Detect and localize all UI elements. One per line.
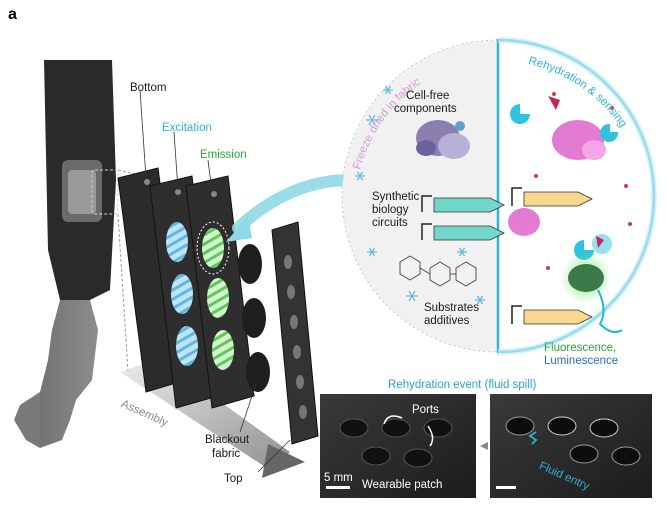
insert-arrow	[232, 174, 356, 234]
layer-excitation	[149, 175, 219, 409]
zoom-circle	[196, 221, 230, 275]
label-substrates-1: Substrates	[424, 302, 479, 314]
photo-arrow	[480, 442, 488, 450]
label-cellfree-1: Cell-free	[406, 90, 450, 102]
photo-after	[490, 394, 652, 498]
label-bottom: Bottom	[130, 82, 167, 94]
cellfree-cluster	[416, 120, 470, 159]
excitation-window-3	[176, 326, 198, 366]
label-luminescence: Luminescence	[544, 355, 619, 367]
emission-window-2	[207, 278, 229, 318]
label-synbio-2: biology	[372, 204, 409, 216]
process-circle	[341, 37, 657, 355]
synbio-circuits-left	[421, 195, 505, 241]
label-blackout-1: Blackout	[205, 434, 250, 446]
leader-blackout	[239, 383, 257, 433]
leader-bottom	[139, 89, 147, 179]
photo-before	[320, 394, 476, 498]
layer-top	[271, 221, 319, 445]
panel-letter: a	[8, 6, 17, 23]
layer-blackout	[238, 244, 270, 392]
leader-emission	[207, 159, 213, 193]
emission-window-1	[202, 228, 224, 268]
label-blackout-2: fabric	[212, 448, 241, 460]
synbio-circuits-right	[511, 187, 593, 325]
label-top: Top	[224, 473, 243, 485]
excitation-window-1	[166, 222, 188, 262]
label-fluorescence: Fluorescence,	[544, 342, 617, 354]
zoom-line-bottom	[117, 213, 129, 373]
leader-top	[257, 439, 291, 473]
leader-excitation	[173, 131, 179, 191]
layer-emission	[185, 175, 255, 409]
emission-window-3	[212, 330, 234, 370]
excitation-window-2	[171, 274, 193, 314]
insert-arrow-head	[226, 216, 252, 242]
photo-title: Rehydration event (fluid spill)	[388, 379, 537, 391]
label-synbio-3: circuits	[372, 217, 408, 229]
label-ports: Ports	[412, 404, 439, 416]
scale-bar	[326, 486, 350, 489]
substrate-molecule	[399, 255, 477, 287]
freeze-dried-half	[341, 39, 499, 353]
label-emission: Emission	[200, 149, 247, 161]
label-wearable-patch: Wearable patch	[362, 479, 443, 491]
arm-illustration	[14, 60, 119, 448]
emission-squiggle	[597, 289, 623, 333]
label-scale: 5 mm	[324, 472, 353, 484]
label-synbio-1: Synthetic	[372, 191, 420, 203]
snowflake-icons	[355, 85, 485, 305]
rehydrated-components	[508, 92, 632, 333]
label-excitation: Excitation	[162, 122, 212, 134]
label-cellfree-2: components	[394, 103, 457, 115]
label-substrates-2: additives	[424, 315, 470, 327]
